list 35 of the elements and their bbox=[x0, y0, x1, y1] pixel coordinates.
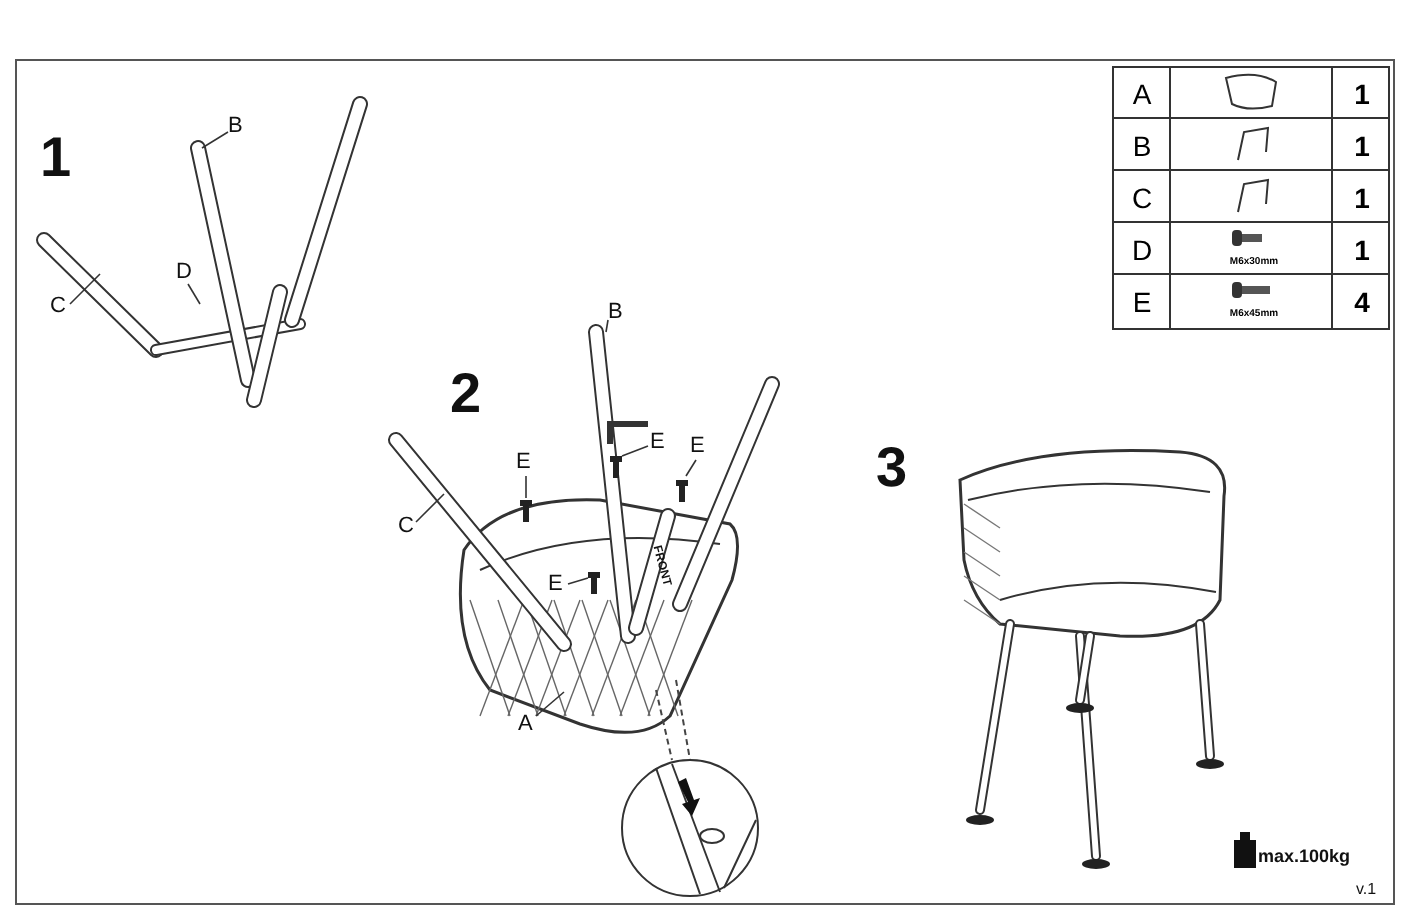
callout-letter: C bbox=[50, 296, 66, 318]
callout-letter: E bbox=[548, 574, 563, 596]
quantity: 1 bbox=[1352, 184, 1372, 212]
callout-letter: C bbox=[398, 516, 414, 538]
quantity: 1 bbox=[1352, 80, 1372, 108]
part-letter: A bbox=[1130, 80, 1154, 108]
leader-line bbox=[415, 493, 445, 523]
quantity: 1 bbox=[1352, 132, 1372, 160]
leader-line bbox=[621, 445, 649, 457]
leader-line bbox=[685, 459, 697, 477]
leader-line bbox=[525, 475, 527, 499]
step-number: 2 bbox=[450, 366, 482, 422]
quantity: 4 bbox=[1352, 288, 1372, 316]
part-letter: C bbox=[1129, 184, 1155, 212]
leader-line bbox=[535, 691, 565, 717]
quantity: 1 bbox=[1352, 236, 1372, 264]
callout-letter: B bbox=[228, 116, 243, 138]
callout-letter: E bbox=[516, 452, 531, 474]
callout-letter: B bbox=[608, 302, 623, 324]
leader-line bbox=[69, 273, 101, 305]
part-letter: D bbox=[1129, 236, 1155, 264]
leader-line bbox=[187, 283, 201, 305]
weight-limit: max.100kg bbox=[1258, 848, 1351, 866]
version-number: v.1 bbox=[1356, 882, 1377, 898]
callout-letter: D bbox=[176, 262, 192, 284]
step-number: 3 bbox=[876, 440, 908, 496]
callout-letter: E bbox=[650, 432, 665, 454]
part-letter: E bbox=[1130, 288, 1154, 316]
callout-letter: E bbox=[690, 436, 705, 458]
leader-line bbox=[567, 577, 589, 585]
leader-line bbox=[605, 319, 609, 333]
step-number: 1 bbox=[40, 130, 72, 186]
part-letter: B bbox=[1130, 132, 1154, 160]
callout-letter: A bbox=[518, 714, 533, 736]
leader-line bbox=[201, 131, 229, 149]
